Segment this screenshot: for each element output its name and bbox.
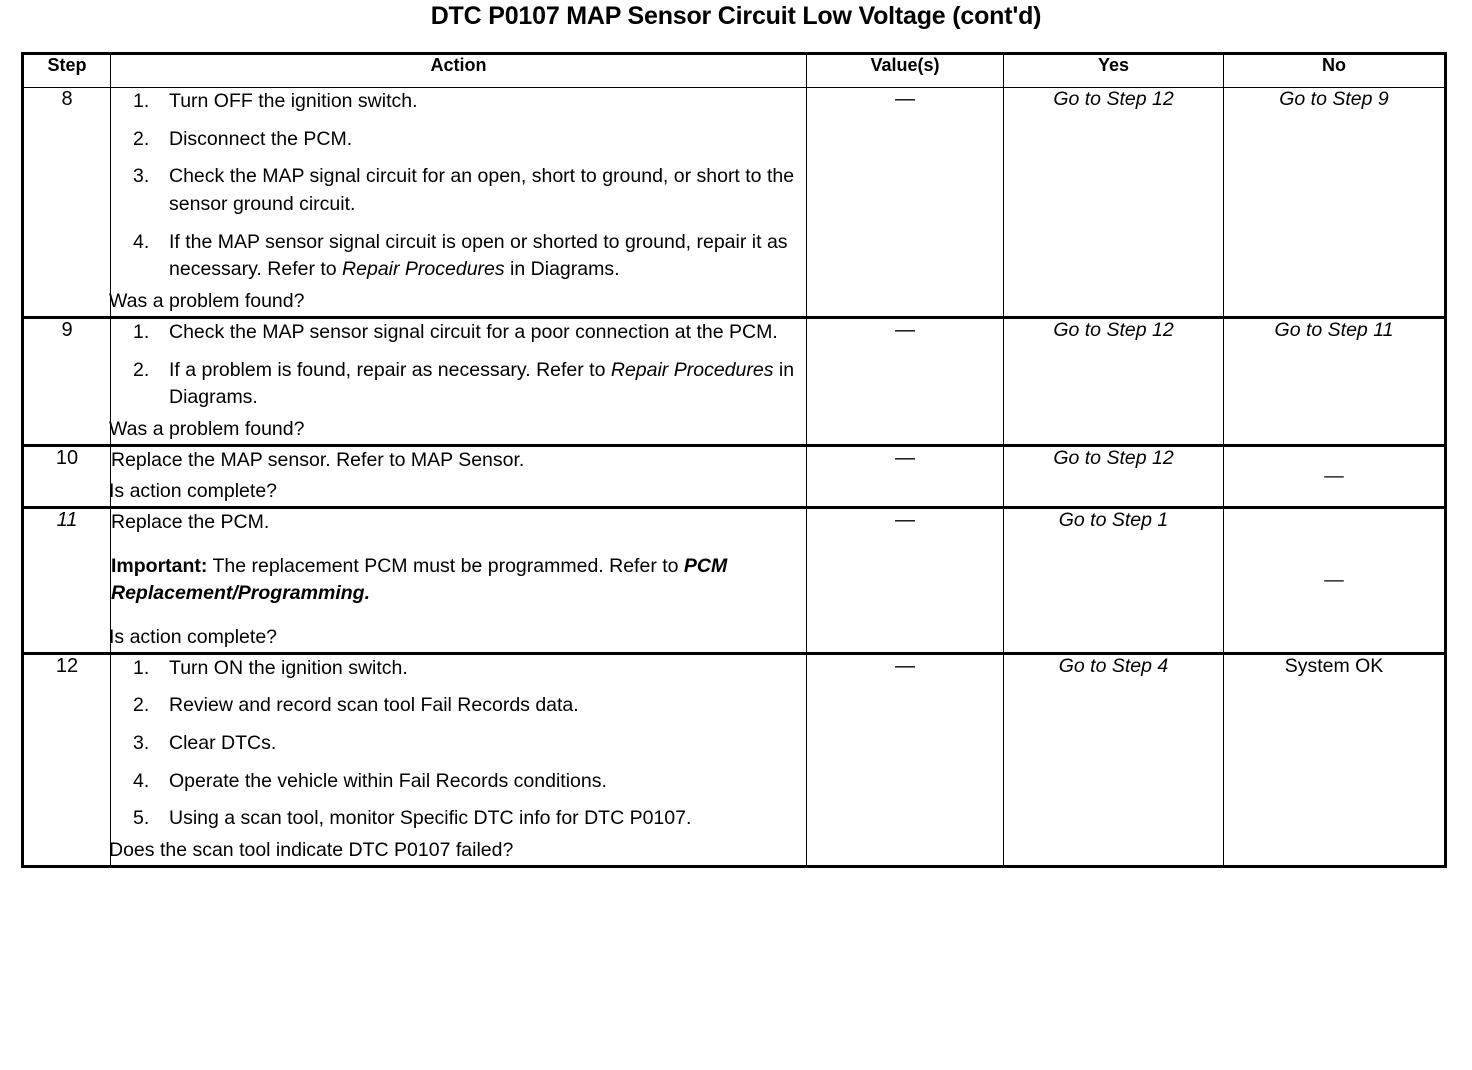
value-cell: — <box>806 443 1004 508</box>
no-answer-text: — <box>1324 568 1344 591</box>
yes-answer-text: Go to Step 4 <box>1058 654 1169 677</box>
no-answer-cell: — <box>1223 443 1446 508</box>
value-text: — <box>895 508 915 531</box>
action-question: Is action complete? <box>109 480 278 503</box>
value-cell: — <box>806 315 1004 446</box>
important-label: Important: <box>111 554 208 577</box>
list-marker: 5. <box>133 807 150 830</box>
step-number-cell: 10 <box>22 443 111 508</box>
list-item: 3.Clear DTCs. <box>111 730 806 758</box>
table-body: 8 1.Turn OFF the ignition switch. 2.Discon… <box>22 87 1446 867</box>
list-item: 4.If the MAP sensor signal circuit is op… <box>133 230 788 281</box>
action-question: Was a problem found? <box>109 417 305 440</box>
yes-answer-text: Go to Step 12 <box>1053 318 1174 341</box>
step-number: 12 <box>55 654 79 677</box>
italic-reference: Repair Procedures <box>342 258 505 281</box>
action-cell: 1.Turn ON the ignition switch. 2.Review a… <box>109 651 807 867</box>
column-header-yes: Yes <box>1003 53 1224 88</box>
step-number-cell: 11 <box>22 505 111 654</box>
list-marker: 4. <box>133 769 150 792</box>
column-header-step: Step <box>22 53 111 88</box>
action-paragraph: Replace the MAP sensor. Refer to MAP Sen… <box>111 448 525 471</box>
list-marker: 1. <box>133 656 150 679</box>
value-cell: — <box>806 651 1004 867</box>
no-answer-text: — <box>1324 464 1344 487</box>
no-answer-text: System OK <box>1284 654 1384 677</box>
list-item: 2.Disconnect the PCM. <box>111 126 806 154</box>
yes-answer-cell: Go to Step 1 <box>1003 505 1224 654</box>
step-number-cell: 9 <box>22 315 111 446</box>
value-cell: — <box>806 87 1004 318</box>
no-answer-cell: System OK <box>1223 651 1446 867</box>
table-row: 9 1.Check the MAP sensor signal circuit f… <box>22 315 1446 446</box>
table-row: 10 Replace the MAP sensor. Refer to MAP S… <box>22 443 1446 508</box>
action-cell: Replace the PCM. Important: The replaceme… <box>109 505 807 654</box>
no-answer-cell: — <box>1223 505 1446 654</box>
no-answer-text: Go to Step 11 <box>1274 318 1394 341</box>
table-row: 8 1.Turn OFF the ignition switch. 2.Discon… <box>22 87 1446 318</box>
no-answer-cell: Go to Step 11 <box>1223 315 1446 446</box>
list-item: 2.Review and record scan tool Fail Recor… <box>111 692 806 720</box>
no-answer-text: Go to Step 9 <box>1279 88 1389 110</box>
yes-answer-cell: Go to Step 12 <box>1003 315 1224 446</box>
action-cell: Replace the MAP sensor. Refer to MAP Sen… <box>109 443 807 508</box>
step-number-cell: 8 <box>22 87 111 318</box>
value-cell: — <box>806 505 1004 654</box>
column-header-value: Value(s) <box>806 53 1004 88</box>
list-item: 4.Operate the vehicle within Fail Record… <box>111 768 806 796</box>
list-item: 2.If a problem is found, repair as neces… <box>133 358 795 409</box>
value-text: — <box>895 446 915 469</box>
action-question: Is action complete? <box>109 626 278 648</box>
list-item: 1.Turn ON the ignition switch. <box>111 655 806 683</box>
yes-answer-text: Go to Step 12 <box>1053 88 1174 110</box>
table-row: 12 1.Turn ON the ignition switch. 2.Review… <box>22 651 1446 867</box>
step-number: 8 <box>61 88 73 110</box>
list-marker: 4. <box>133 230 150 253</box>
list-marker: 3. <box>133 165 150 188</box>
table-row: 11 Replace the PCM. Important: The replace… <box>22 505 1446 654</box>
column-header-no: No <box>1223 53 1446 88</box>
value-text: — <box>895 654 915 677</box>
action-paragraph: Replace the PCM. <box>111 510 270 533</box>
step-number-cell: 12 <box>22 651 111 867</box>
action-step-list: 1.Turn OFF the ignition switch. 2.Disconn… <box>111 88 806 284</box>
value-text: — <box>895 318 915 341</box>
bold-italic-reference: PCM Replacement/Programming. <box>111 554 728 605</box>
step-number: 9 <box>61 318 73 341</box>
list-marker: 2. <box>133 358 150 381</box>
no-answer-cell: Go to Step 9 <box>1223 87 1446 318</box>
diagnostic-table: Step Action Value(s) Yes No 8 1.Turn OFF … <box>21 52 1447 868</box>
list-marker: 1. <box>133 90 150 112</box>
list-marker: 2. <box>133 127 150 150</box>
action-step-list: 1.Check the MAP sensor signal circuit fo… <box>111 319 806 412</box>
yes-answer-cell: Go to Step 12 <box>1003 443 1224 508</box>
italic-reference: Repair Procedures <box>610 358 774 381</box>
action-question: Was a problem found? <box>109 290 305 313</box>
page-title: DTC P0107 MAP Sensor Circuit Low Voltage… <box>430 2 1042 30</box>
list-marker: 1. <box>133 320 150 343</box>
action-question: Does the scan tool indicate DTC P0107 fa… <box>109 839 514 862</box>
list-marker: 3. <box>133 732 150 755</box>
action-cell: 1.Turn OFF the ignition switch. 2.Disconn… <box>109 87 807 318</box>
action-paragraph: Important: The replacement PCM must be p… <box>111 554 728 605</box>
header-row: Step Action Value(s) Yes No <box>22 53 1446 88</box>
yes-answer-text: Go to Step 12 <box>1053 446 1174 469</box>
step-number: 10 <box>55 446 79 469</box>
value-text: — <box>895 88 915 110</box>
list-item: 1.Turn OFF the ignition switch. <box>111 88 806 116</box>
list-marker: 2. <box>133 694 150 717</box>
list-item: 5.Using a scan tool, monitor Specific DT… <box>111 805 806 833</box>
yes-answer-text: Go to Step 1 <box>1058 508 1169 531</box>
action-step-list: 1.Turn ON the ignition switch. 2.Review a… <box>111 655 806 833</box>
step-number: 11 <box>56 508 78 531</box>
yes-answer-cell: Go to Step 4 <box>1003 651 1224 867</box>
column-header-action: Action <box>110 53 807 88</box>
yes-answer-cell: Go to Step 12 <box>1003 87 1224 318</box>
table-header: Step Action Value(s) Yes No <box>22 53 1446 88</box>
list-item: 3.Check the MAP signal circuit for an op… <box>133 165 795 216</box>
list-item: 1.Check the MAP sensor signal circuit fo… <box>111 319 806 347</box>
action-cell: 1.Check the MAP sensor signal circuit fo… <box>109 315 807 446</box>
